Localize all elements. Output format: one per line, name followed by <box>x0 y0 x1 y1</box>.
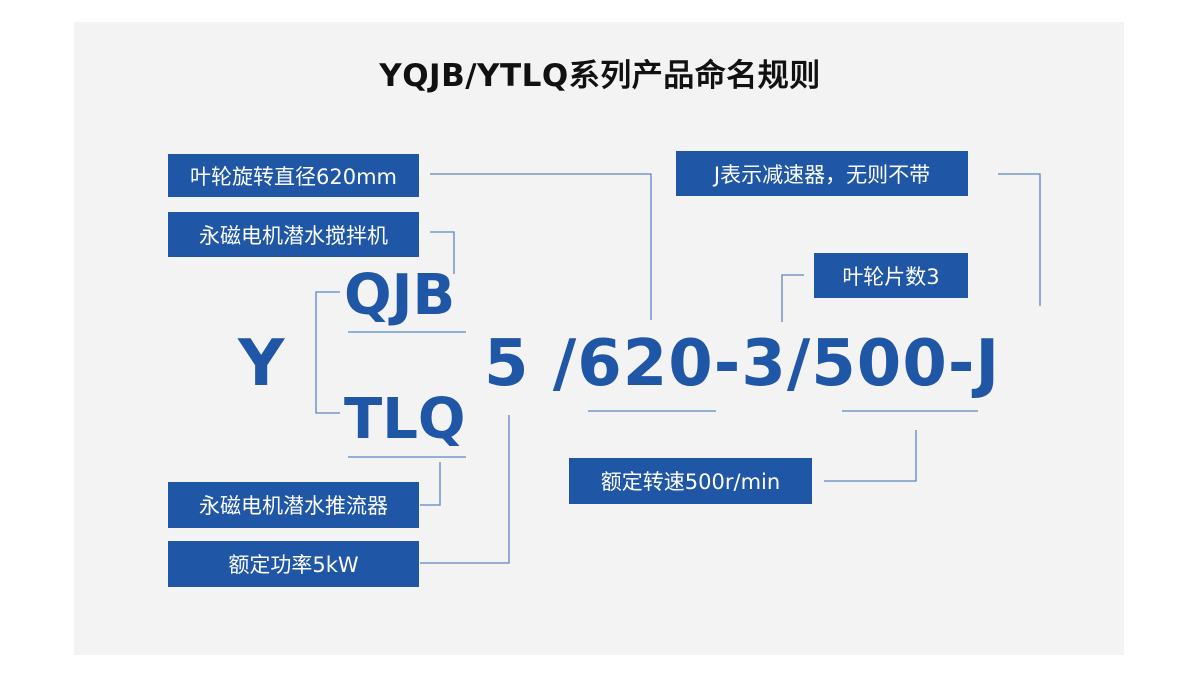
label-rated-power: 额定功率5kW <box>168 541 419 587</box>
mixer-connector <box>430 231 455 274</box>
code-suffix: 5 /620-3/500-J <box>484 327 1001 401</box>
label-rated-speed: 额定转速500r/min <box>569 458 812 504</box>
code-variant-bottom: TLQ <box>344 387 466 452</box>
label-impeller-diameter: 叶轮旋转直径620mm <box>168 154 419 197</box>
y-bracket-line <box>315 291 340 414</box>
speed-connector <box>824 430 917 482</box>
code-prefix: Y <box>238 327 285 401</box>
label-reducer: J表示减速器，无则不带 <box>676 151 968 196</box>
page-title: YQJB/YTLQ系列产品命名规则 <box>379 58 821 94</box>
blade-connector <box>781 274 804 322</box>
propeller-connector <box>420 462 441 506</box>
label-blade-count: 叶轮片数3 <box>814 253 968 298</box>
label-mixer-type: 永磁电机潜水搅拌机 <box>168 212 419 257</box>
code-variant-top: QJB <box>344 263 456 328</box>
diameter-connector <box>430 173 652 320</box>
reducer-connector <box>998 173 1041 306</box>
label-propeller-type: 永磁电机潜水推流器 <box>168 482 419 528</box>
power-connector <box>420 415 510 564</box>
